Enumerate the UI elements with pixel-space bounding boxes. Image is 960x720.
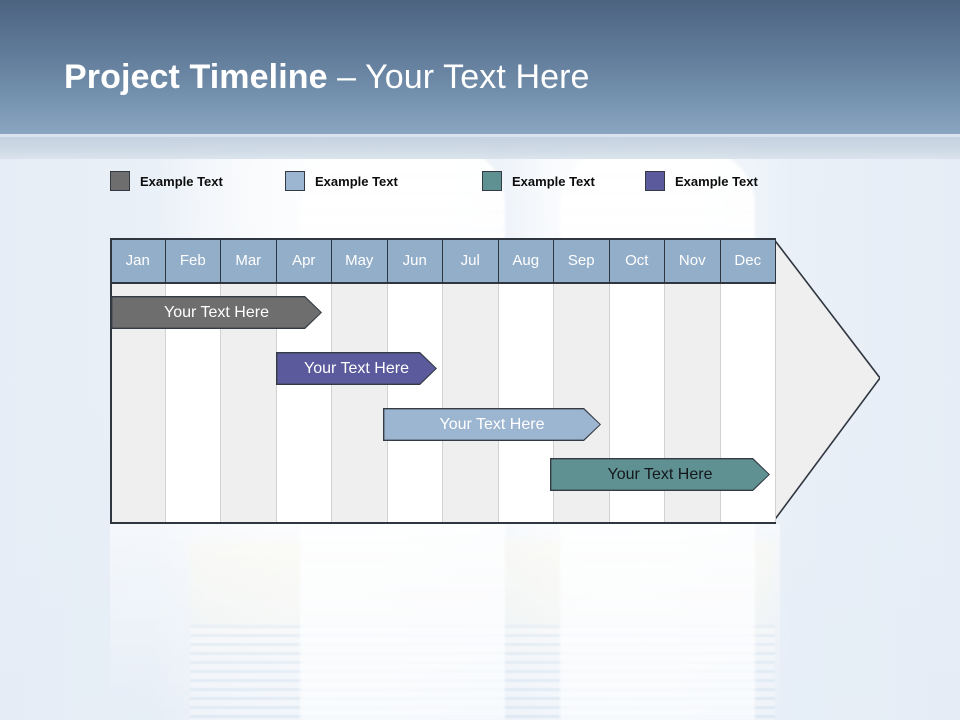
- month-header-may[interactable]: May: [332, 238, 388, 282]
- page-title-rest: Your Text Here: [365, 58, 590, 96]
- title-sub-band: [0, 137, 960, 159]
- month-header-apr[interactable]: Apr: [276, 238, 332, 282]
- month-column-0: [110, 238, 166, 522]
- legend: Example Text Example Text Example Text Exam…: [110, 168, 830, 198]
- month-header-feb[interactable]: Feb: [165, 238, 221, 282]
- column-divider-0: [164, 238, 166, 522]
- column-divider-8: [608, 238, 610, 522]
- legend-label-0: Example Text: [140, 173, 223, 189]
- legend-item-3[interactable]: Example Text: [645, 168, 758, 194]
- legend-label-2: Example Text: [512, 173, 595, 189]
- background-lower-wash: [110, 524, 780, 720]
- legend-swatch-icon-3: [645, 171, 665, 191]
- task-bar-fill-0: Your Text Here: [112, 297, 320, 327]
- month-header-mar[interactable]: Mar: [221, 238, 277, 282]
- column-divider-1: [220, 238, 221, 522]
- month-header-jul[interactable]: Jul: [443, 238, 499, 282]
- task-bar-1[interactable]: Your Text Here: [276, 352, 437, 385]
- grid-left-border: [110, 238, 112, 524]
- grid-bottom-border: [110, 522, 776, 524]
- month-header-dec[interactable]: Dec: [720, 238, 776, 282]
- task-bar-fill-1: Your Text Here: [277, 353, 435, 383]
- legend-item-1[interactable]: Example Text: [285, 168, 398, 194]
- task-bar-label-2: Your Text Here: [439, 415, 545, 433]
- column-divider-7: [553, 238, 554, 522]
- column-divider-6: [497, 238, 499, 522]
- legend-label-3: Example Text: [675, 173, 758, 189]
- legend-item-0[interactable]: Example Text: [110, 168, 223, 194]
- legend-swatch-icon-1: [285, 171, 305, 191]
- page-title-dash: –: [327, 58, 366, 96]
- legend-swatch-icon-0: [110, 171, 130, 191]
- task-bar-fill-2: Your Text Here: [384, 409, 599, 439]
- column-divider-10: [719, 238, 721, 522]
- legend-label-1: Example Text: [315, 173, 398, 189]
- task-bar-label-1: Your Text Here: [304, 359, 409, 377]
- legend-swatch-icon-2: [482, 171, 502, 191]
- month-header-oct[interactable]: Oct: [609, 238, 665, 282]
- column-divider-5: [442, 238, 443, 522]
- month-header-jun[interactable]: Jun: [387, 238, 443, 282]
- legend-item-2[interactable]: Example Text: [482, 168, 595, 194]
- column-divider-11: [775, 238, 776, 522]
- header-top-border: [110, 238, 776, 240]
- task-bar-fill-3: Your Text Here: [551, 459, 768, 489]
- title-band: [0, 0, 960, 134]
- month-header-aug[interactable]: Aug: [498, 238, 554, 282]
- task-bar-label-3: Your Text Here: [607, 465, 713, 483]
- header-bottom-border: [110, 282, 776, 284]
- month-header-jan[interactable]: Jan: [110, 238, 166, 282]
- month-header-nov[interactable]: Nov: [665, 238, 721, 282]
- month-column-2: [221, 238, 277, 522]
- task-bar-3[interactable]: Your Text Here: [550, 458, 770, 491]
- month-header-sep[interactable]: Sep: [554, 238, 610, 282]
- task-bar-label-0: Your Text Here: [164, 303, 269, 321]
- month-column-7: [498, 238, 554, 522]
- title-band-edge: [0, 134, 960, 137]
- task-bar-2[interactable]: Your Text Here: [383, 408, 601, 441]
- page-title-bold: Project Timeline: [64, 58, 328, 96]
- month-column-1: [165, 238, 221, 522]
- column-divider-9: [664, 238, 665, 522]
- month-column-6: [443, 238, 499, 522]
- task-bar-0[interactable]: Your Text Here: [111, 296, 322, 329]
- page-title: Project Timeline – Your Text Here: [64, 58, 590, 97]
